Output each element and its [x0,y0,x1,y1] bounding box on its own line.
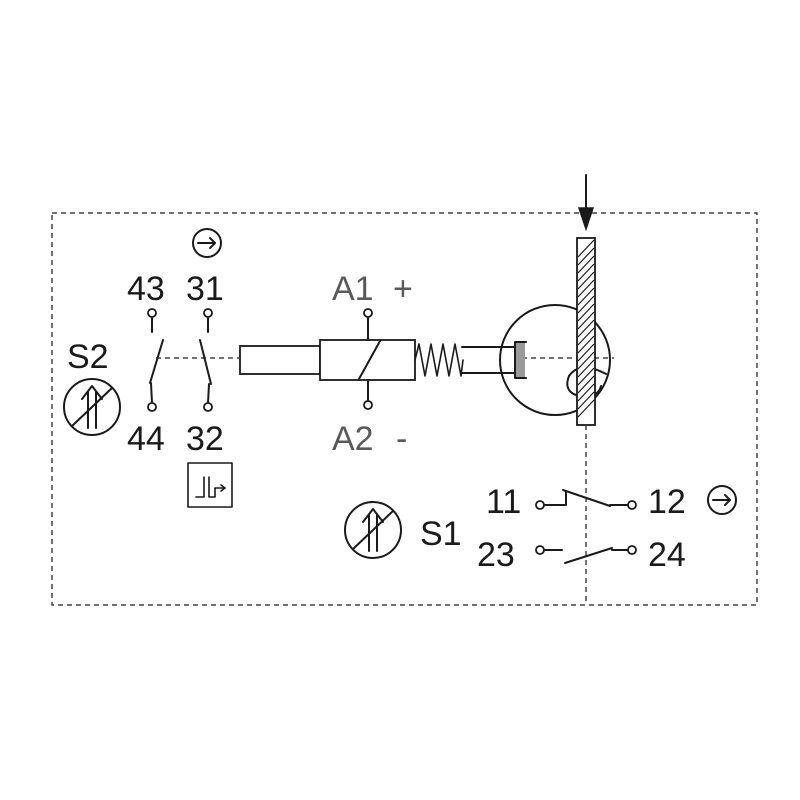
terminal-23-label: 23 [477,536,515,574]
down-arrow-icon [577,174,595,232]
terminal-11-label: 11 [486,483,521,521]
hatch-line [577,247,595,266]
hatch-line [577,335,595,354]
hatch-line [577,287,595,306]
contact-23-24-blade [564,547,613,564]
terminal-43-label: 43 [127,270,165,308]
s2-label: S2 [67,338,109,376]
solenoid-coil [319,339,416,381]
direction-arrow-icon [707,485,737,515]
terminal-32-label: 32 [186,420,224,458]
icon-ring [192,228,222,258]
hatch-line [577,311,595,330]
hatch-line [577,375,595,394]
terminal-31-label: 31 [186,270,224,308]
cam-disc [499,304,611,416]
plunger-bracket [514,341,527,379]
icon-slash [71,387,113,427]
icon-frame [187,462,233,508]
plunger-bracket-fill [516,343,525,377]
hatch-line [577,271,595,290]
a1-label: A1 [332,270,374,308]
terminal-24-label: 24 [648,536,686,574]
hatch-line [577,319,595,338]
hatch-line [577,279,595,298]
hatch-line [577,303,595,322]
s1-label: S1 [420,515,462,553]
a2-polarity: - [396,420,407,458]
positive-opening-icon [63,378,121,436]
contact-44-lead [150,382,153,404]
icon-arrow-head [220,484,226,492]
direction-arrow-icon [192,228,222,258]
hatch-line [577,391,595,410]
icon-arrow-head [362,508,384,523]
hatch-line [577,263,595,282]
contact-11-12-blade [562,489,611,507]
icon-ring [707,485,737,515]
icon-ring [63,378,121,436]
contact-11-fixed [543,491,567,506]
icon-arrow-head [81,385,103,400]
icon-step-right [208,476,216,498]
terminal-11 [535,500,545,510]
coil-winding-mark [358,340,381,380]
hatch-line [577,351,595,370]
terminal-44-label: 44 [127,420,165,458]
icon-arrow-head [724,494,731,506]
contact-32-lead [207,383,210,404]
hatch-line [577,255,595,274]
hatch-line [577,399,595,418]
a2-label: A2 [332,420,374,458]
icon-ring [344,501,402,559]
hatch-line [577,327,595,346]
terminal-12 [627,500,637,510]
hatch-line [577,367,595,386]
terminal-43 [147,308,157,318]
hatch-line [577,343,595,362]
hatch-line [577,383,595,402]
a2-terminal [363,400,373,410]
terminal-32 [203,402,213,412]
hatch-line [577,239,595,258]
hatch-line [577,359,595,378]
terminal-24 [627,545,637,555]
terminal-31 [203,308,213,318]
icon-step-left [195,476,205,498]
time-delay-icon [187,462,233,508]
terminal-23 [535,545,545,555]
positive-opening-icon [344,501,402,559]
a1-terminal [363,308,373,318]
icon-arrow-head [209,237,216,249]
actuator-tongue [576,237,596,426]
arrow-head [577,207,595,232]
enclosure-outline [51,212,758,606]
plunger-rod-left [239,345,321,375]
contact-43-44-blade [149,339,164,384]
a1-polarity: + [393,270,413,308]
return-spring [414,343,464,377]
contact-31-32-blade [199,339,212,385]
hatch-line [577,295,595,314]
icon-slash [352,510,394,550]
terminal-44 [147,402,157,412]
terminal-12-label: 12 [648,483,686,521]
